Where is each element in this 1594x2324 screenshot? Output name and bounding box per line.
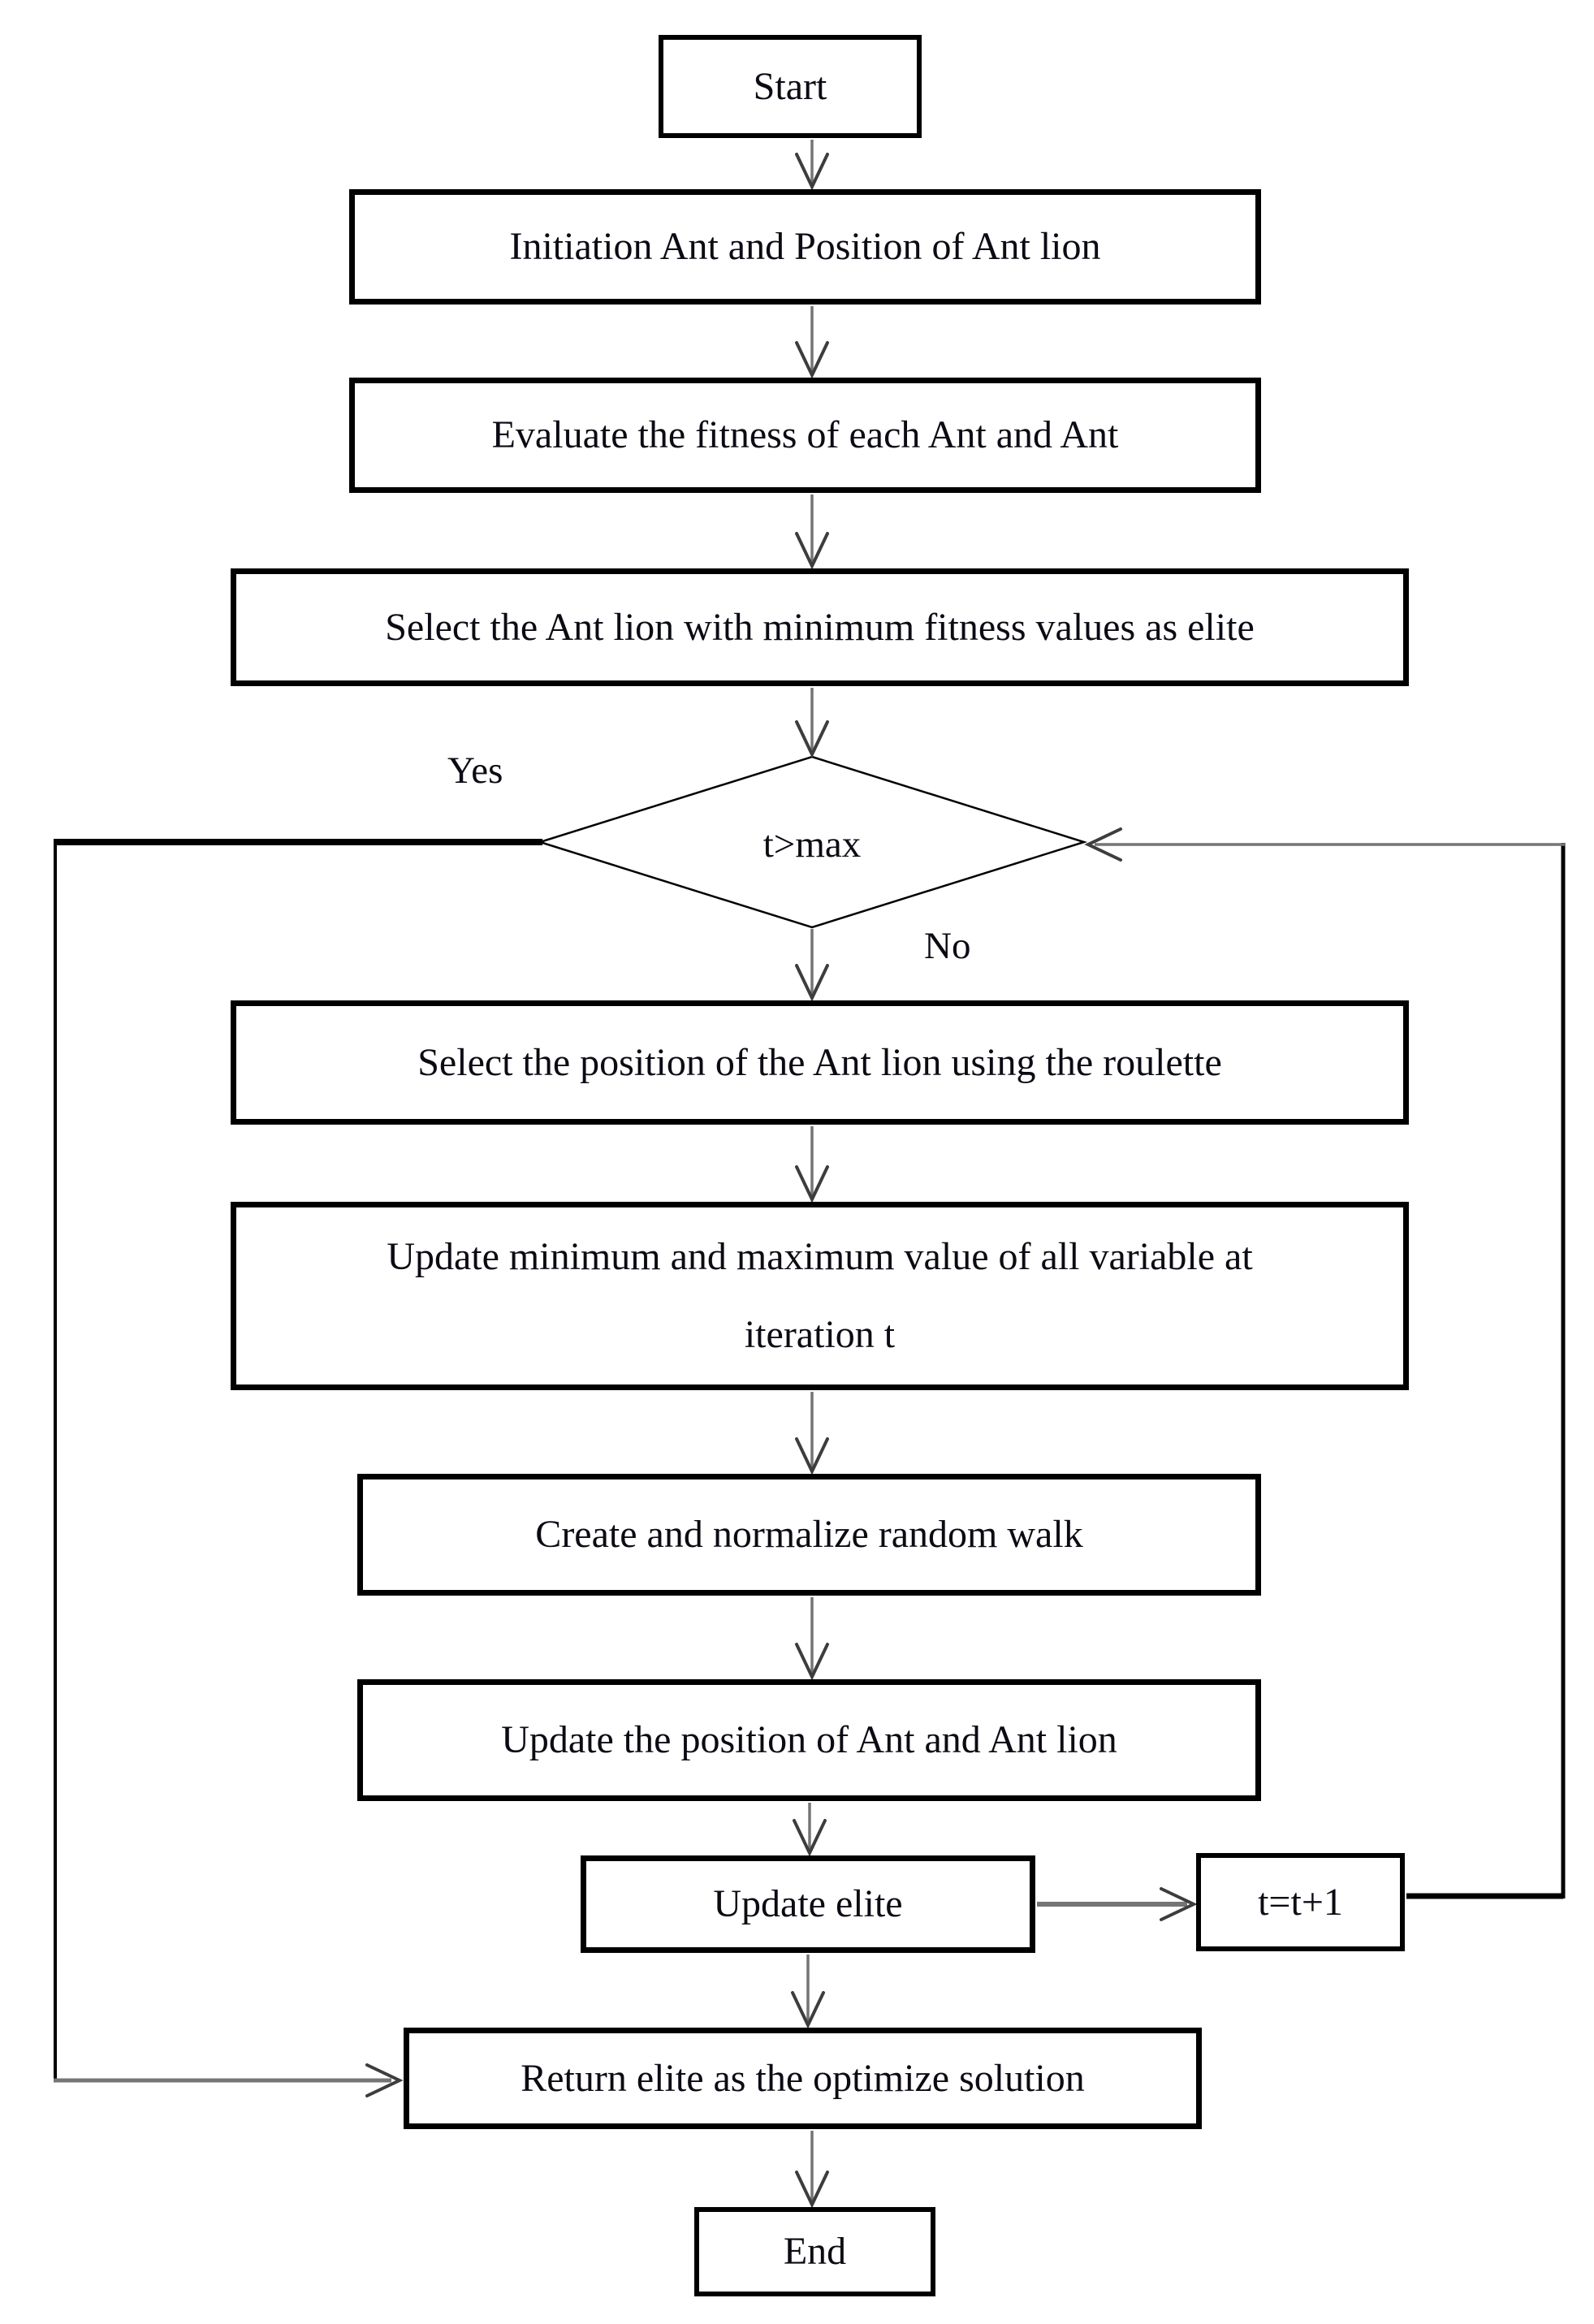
node-update-minmax: Update minimum and maximum value of all …	[231, 1202, 1409, 1390]
node-update-elite-label: Update elite	[713, 1882, 903, 1925]
node-update-position: Update the position of Ant and Ant lion	[357, 1679, 1261, 1801]
arrowhead-down-icon	[793, 1819, 827, 1857]
arrow-shafts	[806, 140, 1187, 2203]
arrowhead-down-icon	[795, 1165, 829, 1203]
yes-label: Yes	[447, 749, 503, 792]
loop-right	[1095, 843, 1566, 1899]
edge-label-no: No	[924, 924, 970, 968]
arrowheads	[365, 153, 1198, 2209]
node-return-elite-label: Return elite as the optimize solution	[521, 2056, 1085, 2100]
branch-yes	[54, 839, 542, 2083]
node-end: End	[694, 2207, 935, 2296]
arrowhead-down-icon	[795, 341, 829, 379]
node-increment-t-label: t=t+1	[1258, 1880, 1343, 1924]
edge-label-yes: Yes	[447, 749, 503, 793]
node-update-position-label: Update the position of Ant and Ant lion	[501, 1718, 1117, 1761]
arrowhead-right-icon	[365, 2063, 404, 2097]
no-label: No	[924, 925, 971, 967]
node-select-roulette-label: Select the position of the Ant lion usin…	[417, 1040, 1222, 1084]
node-evaluate-fitness-label: Evaluate the fitness of each Ant and Ant	[491, 413, 1119, 456]
node-initiation-label: Initiation Ant and Position of Ant lion	[509, 225, 1101, 268]
decision-diamond	[536, 755, 1088, 929]
node-increment-t: t=t+1	[1196, 1853, 1405, 1951]
node-random-walk: Create and normalize random walk	[357, 1474, 1261, 1596]
arrowhead-left-icon	[1084, 827, 1122, 862]
arrowhead-down-icon	[795, 153, 829, 191]
arrowhead-down-icon	[795, 1437, 829, 1475]
arrowhead-down-icon	[795, 720, 829, 758]
node-initiation: Initiation Ant and Position of Ant lion	[349, 189, 1261, 305]
node-select-elite: Select the Ant lion with minimum fitness…	[231, 568, 1409, 686]
node-return-elite: Return elite as the optimize solution	[404, 2028, 1202, 2129]
node-start: Start	[659, 35, 922, 138]
arrowhead-right-icon	[1160, 1887, 1198, 1921]
arrowhead-down-icon	[795, 1643, 829, 1681]
decision-condition: t>max	[690, 822, 934, 867]
arrowhead-down-icon	[791, 1991, 825, 2029]
decision-condition-label: t>max	[762, 823, 862, 866]
node-start-label: Start	[753, 64, 827, 108]
arrowhead-down-icon	[795, 532, 829, 570]
node-random-walk-label: Create and normalize random walk	[535, 1513, 1083, 1556]
node-select-roulette: Select the position of the Ant lion usin…	[231, 1000, 1409, 1125]
node-end-label: End	[783, 2230, 847, 2273]
node-evaluate-fitness: Evaluate the fitness of each Ant and Ant	[349, 378, 1261, 493]
node-update-elite: Update elite	[581, 1855, 1035, 1953]
node-select-elite-label: Select the Ant lion with minimum fitness…	[385, 605, 1255, 649]
arrowhead-down-icon	[795, 2171, 829, 2209]
arrowhead-down-icon	[795, 964, 829, 1002]
node-update-minmax-label: Update minimum and maximum value of all …	[387, 1235, 1253, 1356]
